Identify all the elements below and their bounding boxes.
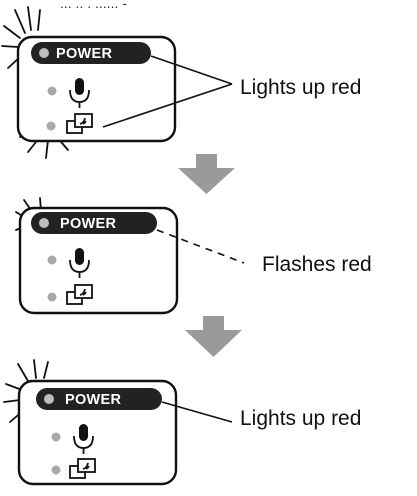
panel-2-power-led [39,218,49,228]
panel-3-mic-led [51,432,61,442]
panel-2-cast-led [47,292,57,302]
microphone-icon [73,424,94,454]
panel-2-leader-dashed [156,229,245,264]
panel-3-leader [161,401,233,423]
screen-cast-icon [66,113,93,134]
panel-2-device-frame [18,206,179,315]
panel-1-leader-upper [150,55,233,85]
panel-2-callout: Flashes red [262,253,372,276]
panel-3-power-pill: POWER [36,388,162,410]
screen-cast-icon [66,284,93,305]
panel-3-power-led [44,394,54,404]
panel-1-power-label: POWER [56,46,113,62]
panel-2-mic-led [47,255,57,265]
microphone-icon [69,78,90,108]
panel-2-power-pill: POWER [31,212,157,234]
panel-3-cast-led [51,465,61,475]
down-arrow-2 [185,316,242,357]
panel-3-power-label: POWER [65,392,122,408]
panel-1-callout: Lights up red [240,76,361,99]
panel-1-power-led [39,48,49,58]
microphone-icon [69,248,90,278]
screen-cast-icon [69,458,96,479]
panel-1-power-pill: POWER [31,42,151,64]
down-arrow-1 [178,154,235,194]
panel-2-power-label: POWER [60,216,117,232]
panel-1-leader-lower [102,83,233,128]
panel-2: POWER Flashes red [15,197,372,315]
panel-1-mic-led [47,86,57,96]
panel-3: POWER Lights up red [3,359,361,486]
panel-3-callout: Lights up red [240,407,361,430]
header-cropped-text: ... .. . ...... - [60,0,127,11]
panel-1: POWER Lights up red [1,6,361,159]
panel-1-cast-led [46,121,56,131]
